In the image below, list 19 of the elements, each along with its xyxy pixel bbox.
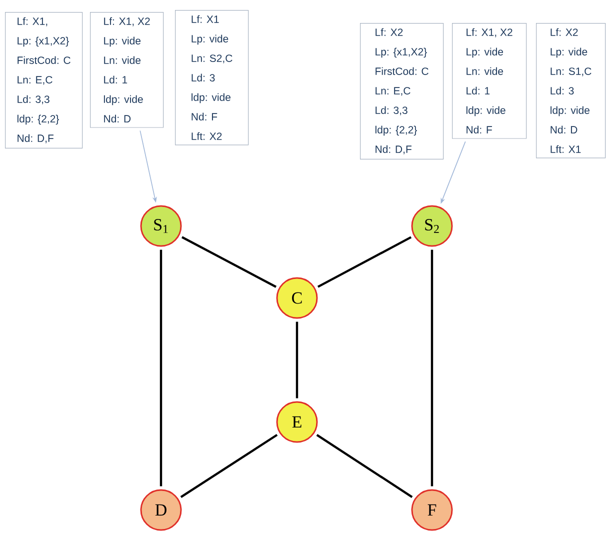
connector-line <box>430 250 434 486</box>
graph-node: E <box>276 401 318 443</box>
connector-line <box>296 322 298 398</box>
connector-line <box>317 236 412 288</box>
graph-node: S$_{1}$ <box>140 205 182 247</box>
connector-line <box>181 236 277 288</box>
info-box: Lf: X1, X2 Lp: vide Ln: vide Ld: 1 ldp: vide Nd: F <box>452 23 527 139</box>
info-box: Lf: X2 Lp: vide Ln: S1,C Ld: 3 ldp: vide Nd: D Lft: X1 <box>536 23 606 158</box>
connector-line <box>316 434 413 498</box>
connector-line <box>180 434 278 498</box>
graph-node: D <box>140 489 182 531</box>
graph-node: C <box>276 277 318 319</box>
info-box: Lf: X1 Lp: vide Ln: S2,C Ld: 3 ldp: vide Nd: F Lft: X2 <box>175 10 249 146</box>
connector-line <box>160 250 162 486</box>
info-box: Lf: X1, Lp: {x1,X2} FirstCod: C Ln: E,C Ld: 3,3 ldp: {2,2} Nd: D,F <box>5 12 83 149</box>
graph-node: F <box>411 489 453 531</box>
graph-node: S$_{2}$ <box>411 205 453 247</box>
info-box: Lf: X1, X2 Lp: vide Ln: vide Ld: 1 ldp: vide Nd: D <box>90 12 164 128</box>
info-box: Lf: X2 Lp: {x1,X2} FirstCod: C Ln: E,C Ld: 3,3 ldp: {2,2} Nd: D,F <box>360 23 444 160</box>
